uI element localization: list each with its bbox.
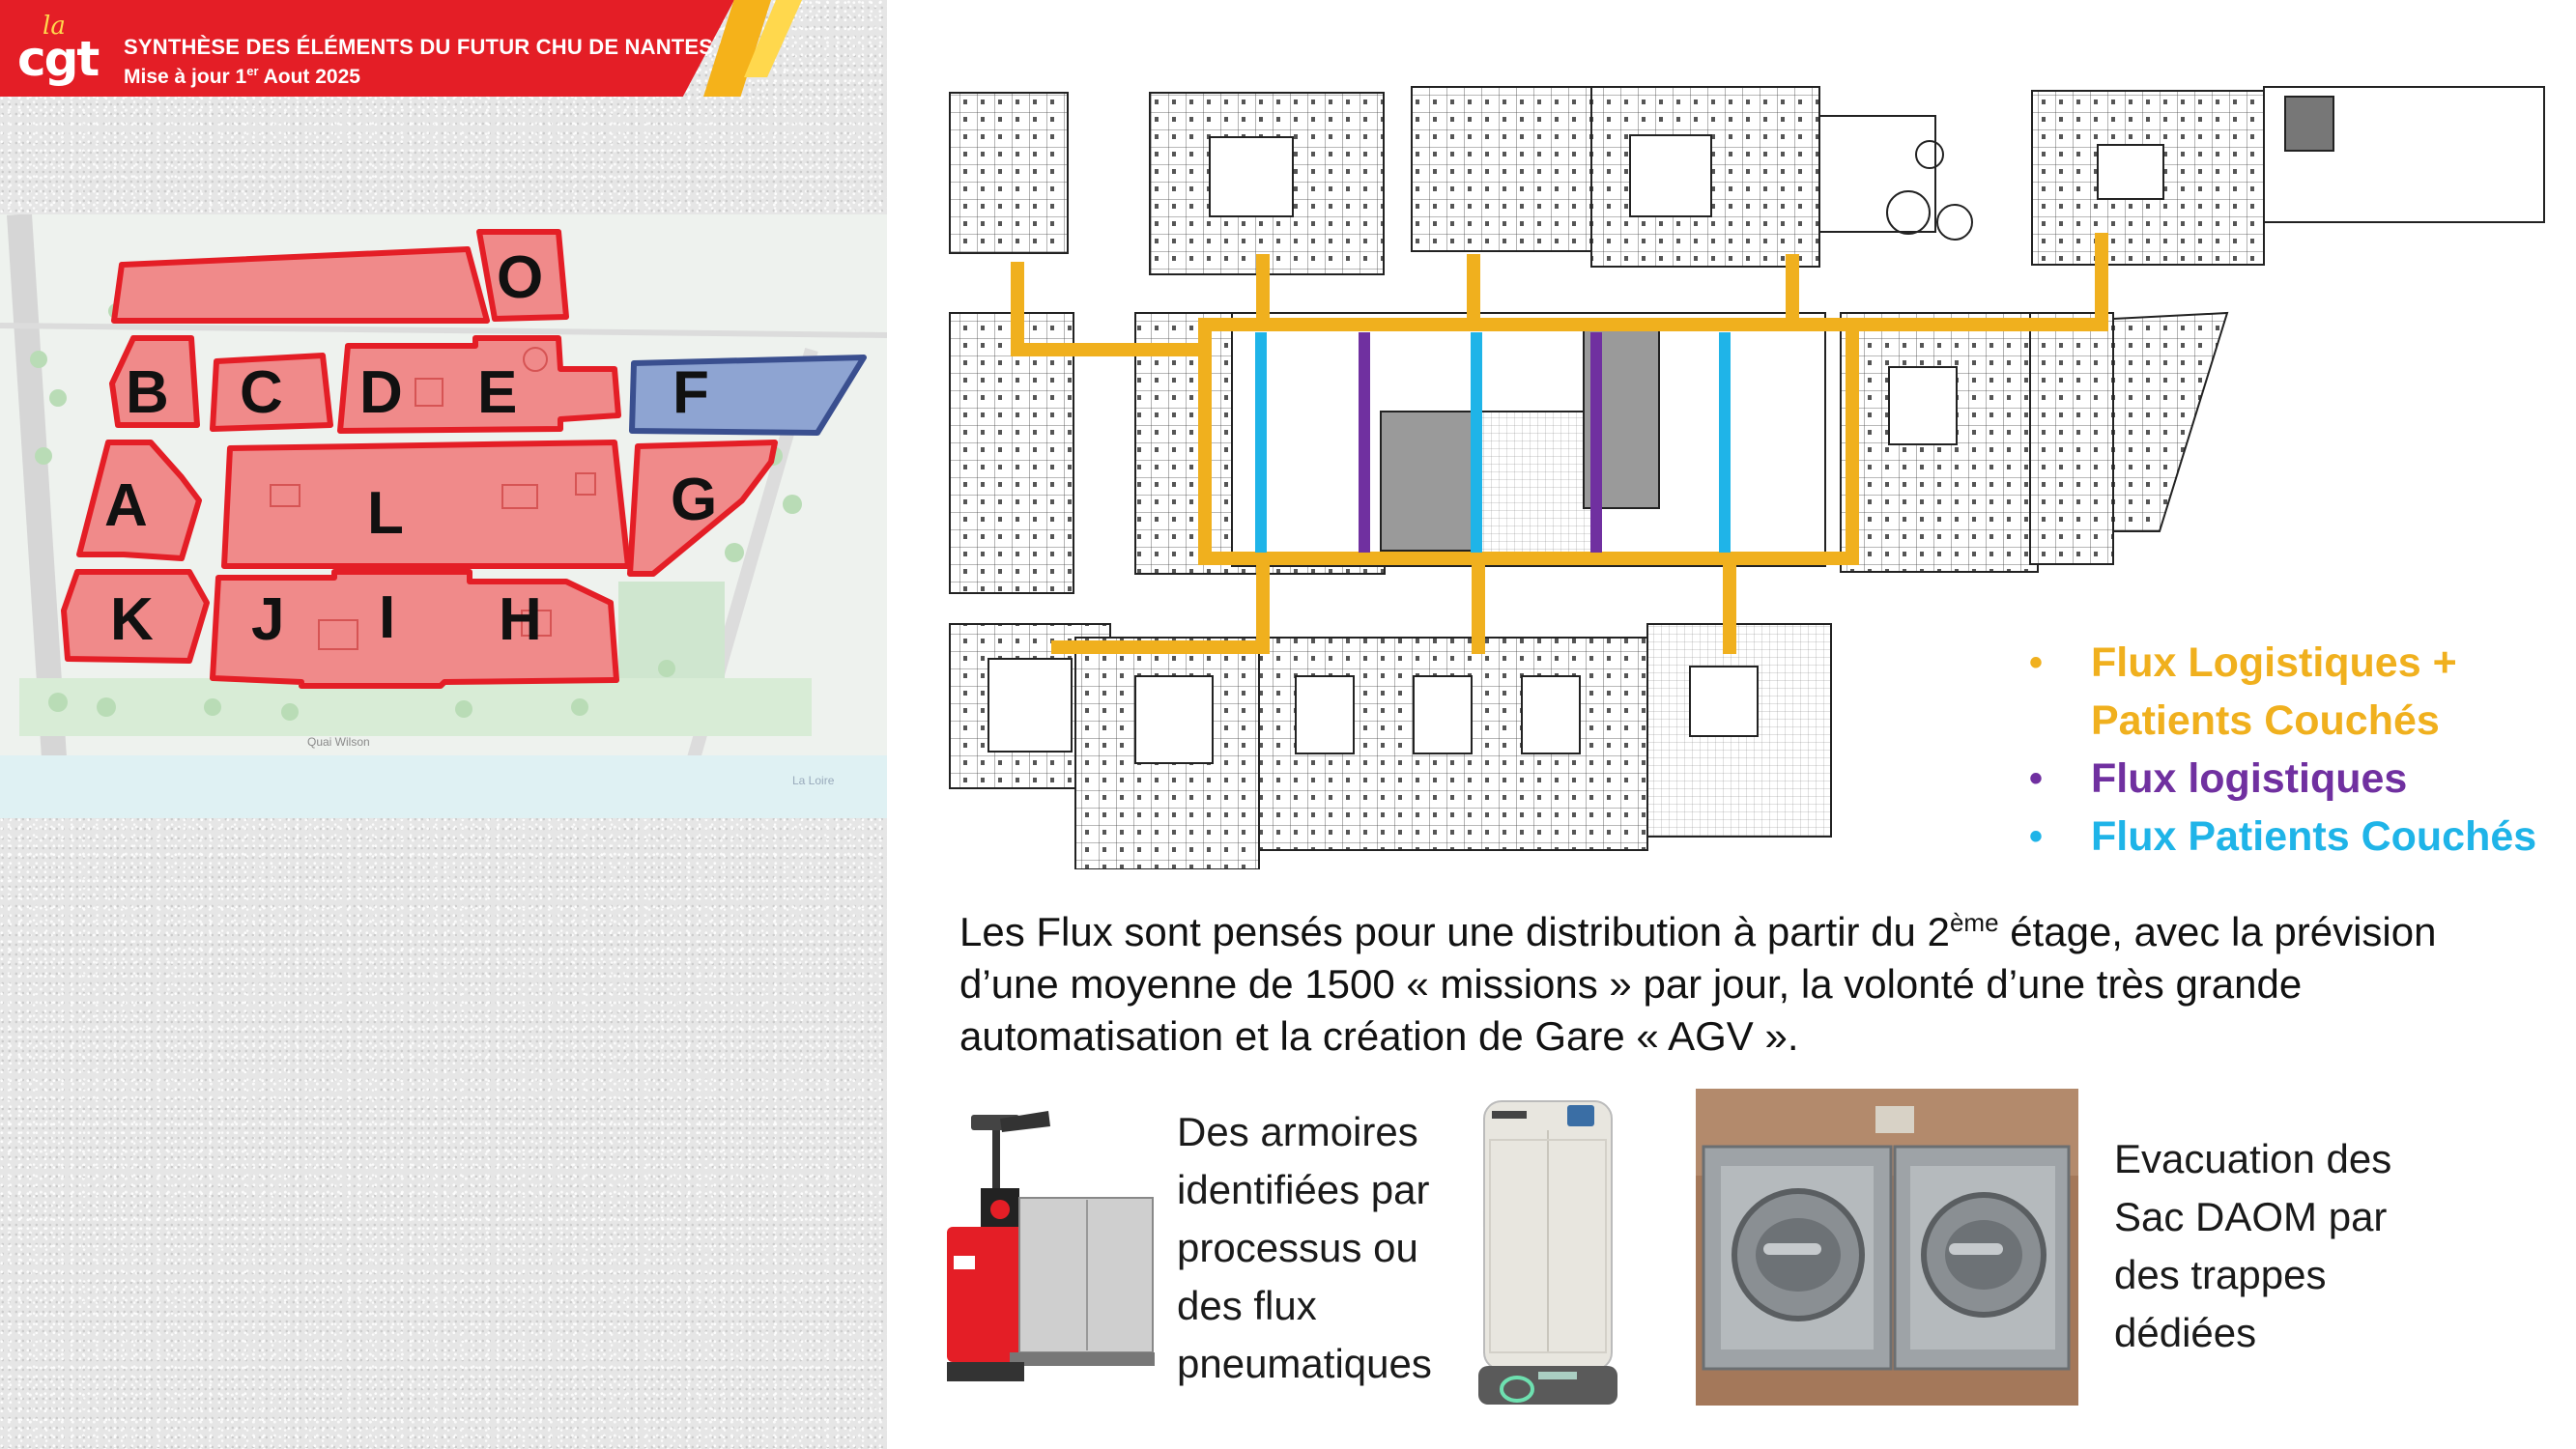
flow-legend: • Flux Logistiques + Patients Couchés • …	[2029, 634, 2536, 866]
building-label-l: L	[367, 480, 404, 547]
bullet-icon: •	[2029, 757, 2044, 800]
banner-subtitle: Mise à jour 1er Aout 2025	[124, 64, 360, 89]
legend-label-line2: Patients Couchés	[2091, 697, 2440, 744]
agv-caption-line: pneumatiques	[1177, 1341, 1432, 1386]
building-o-west	[111, 246, 490, 324]
legend-item-logistics: • Flux logistiques	[2029, 750, 2536, 808]
building-c	[210, 353, 333, 432]
paragraph-sup: ème	[1949, 908, 1999, 937]
flow-yellow	[1011, 233, 2108, 654]
legend-item-patients: • Flux Patients Couchés	[2029, 808, 2536, 866]
hatch-caption-line: Evacuation des	[2114, 1136, 2392, 1181]
building-o	[476, 229, 569, 322]
logo-la: la	[43, 12, 66, 41]
legend-label: Flux logistiques	[2091, 755, 2408, 802]
river-label: La Loire	[792, 774, 835, 787]
subtitle-sup: er	[246, 64, 259, 78]
building-label-f: F	[673, 359, 709, 426]
legend-label: Flux Patients Couchés	[2091, 813, 2537, 860]
building-label-d: D	[359, 359, 403, 426]
building-label-c: C	[240, 359, 283, 426]
agv-caption: Des armoires identifiées par processus o…	[1177, 1103, 1486, 1393]
transport-robot-image	[1471, 1092, 1625, 1420]
building-label-j: J	[251, 586, 284, 653]
hatch-caption-line: des trappes	[2114, 1252, 2327, 1297]
floor-plan	[949, 86, 2545, 869]
building-l	[221, 440, 631, 569]
building-label-g: G	[671, 467, 717, 533]
flow-purple	[1359, 332, 1602, 553]
bullet-icon: •	[2029, 815, 2044, 858]
building-jih	[210, 569, 619, 689]
paragraph-part2: étage, avec la prévision d’une moyenne d…	[959, 909, 2437, 1059]
building-b	[109, 335, 200, 428]
agv-caption-line: processus ou	[1177, 1225, 1418, 1270]
cgt-logo: la cgt	[15, 12, 100, 87]
map-river	[0, 755, 887, 818]
building-label-k: K	[110, 586, 154, 653]
building-label-h: H	[499, 586, 542, 653]
legend-label: Flux Logistiques +	[2091, 639, 2457, 686]
hatch-caption-line: dédiées	[2114, 1310, 2257, 1355]
site-map: Quai Wilson La Loire O B C D E F A L G K…	[0, 214, 887, 818]
banner-title: SYNTHÈSE DES ÉLÉMENTS DU FUTUR CHU DE NA…	[124, 35, 714, 59]
paragraph-part1: Les Flux sont pensés pour une distributi…	[959, 909, 1950, 954]
subtitle-prefix: Mise à jour 1	[124, 66, 247, 88]
hatch-caption-line: Sac DAOM par	[2114, 1194, 2388, 1239]
subtitle-suffix: Aout 2025	[258, 66, 360, 88]
hatch-caption: Evacuation des Sac DAOM par des trappes …	[2114, 1130, 2481, 1362]
roof-details	[270, 347, 596, 650]
building-de	[337, 335, 621, 434]
building-a	[76, 440, 202, 561]
agv-caption-line: Des armoires	[1177, 1109, 1418, 1154]
building-k	[61, 569, 210, 664]
street-label: Quai Wilson	[307, 735, 370, 749]
banner-red-band	[0, 0, 734, 97]
flow-blue	[1255, 332, 1731, 553]
header-banner: la cgt SYNTHÈSE DES ÉLÉMENTS DU FUTUR CH…	[0, 0, 802, 97]
building-f	[629, 355, 867, 436]
building-label-a: A	[104, 472, 148, 539]
agv-caption-line: identifiées par	[1177, 1167, 1430, 1212]
waste-hatch-image	[1696, 1089, 2078, 1406]
plan-misc	[1886, 96, 2334, 241]
bullet-icon: •	[2029, 641, 2044, 684]
building-g	[627, 440, 778, 577]
legend-item-logistics-patients: • Flux Logistiques + Patients Couchés	[2029, 634, 2536, 750]
map-street	[0, 323, 887, 338]
agv-cart-image	[942, 1092, 1164, 1401]
agv-caption-line: des flux	[1177, 1283, 1317, 1328]
building-label-o: O	[497, 244, 543, 311]
building-label-i: I	[379, 584, 395, 651]
flow-description: Les Flux sont pensés pour une distributi…	[959, 896, 2544, 1063]
building-label-b: B	[126, 359, 169, 426]
logo-cgt: cgt	[17, 31, 100, 87]
building-label-e: E	[477, 359, 517, 426]
